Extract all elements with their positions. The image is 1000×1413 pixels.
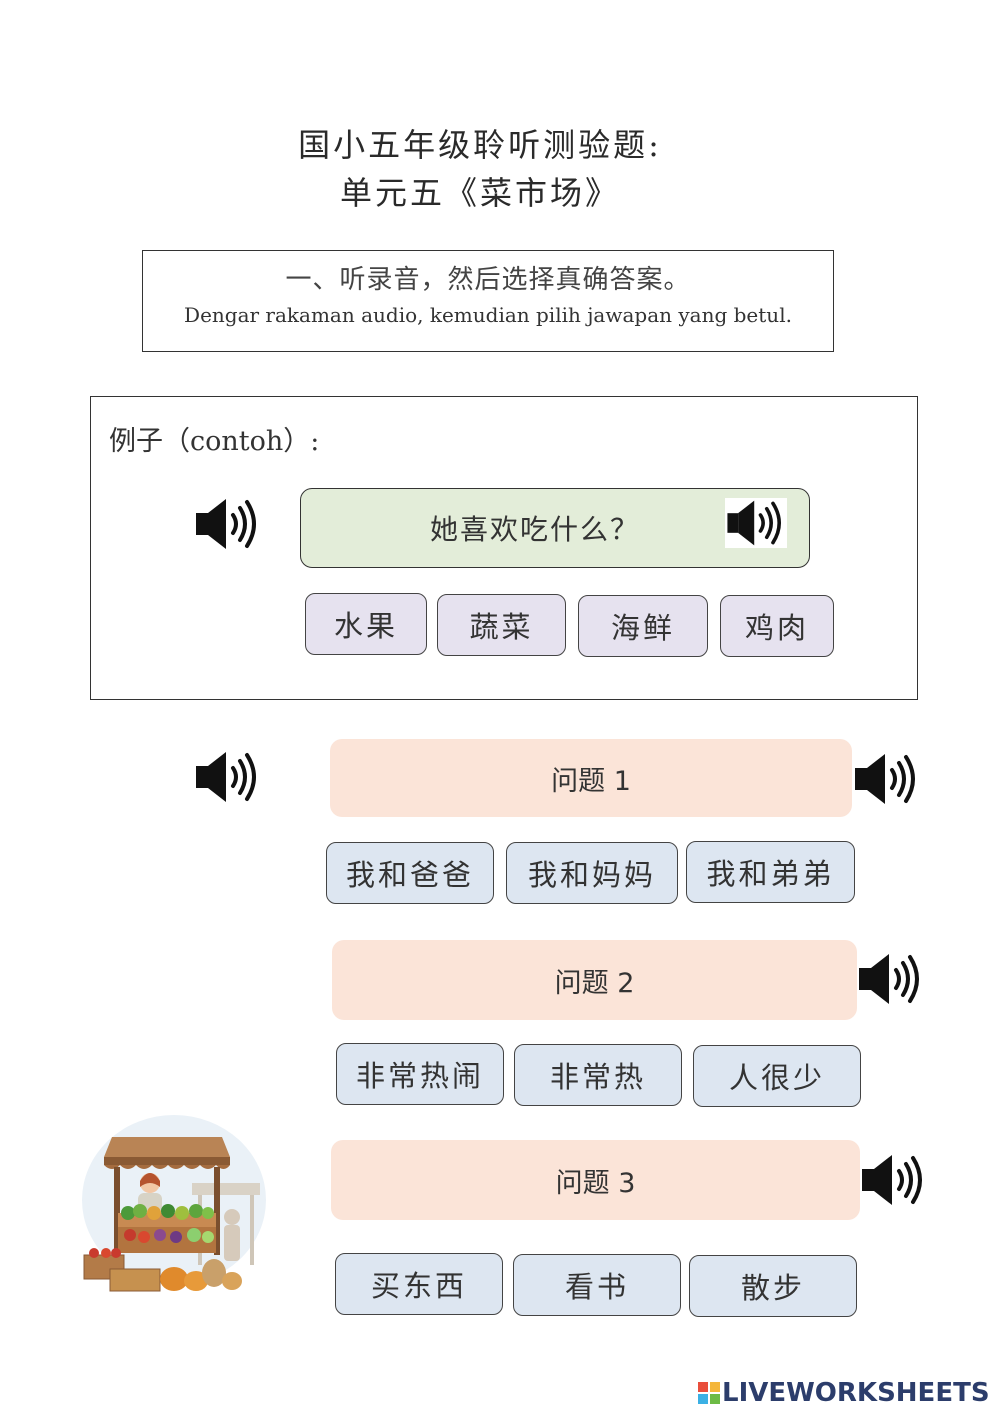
question-3-label: 问题 3 xyxy=(555,1167,636,1199)
page-title-line1: 国小五年级聆听测验题: xyxy=(298,126,662,164)
brand-text: LIVEWORKSHEETS xyxy=(722,1378,990,1408)
market-stall-illustration xyxy=(74,1105,266,1297)
example-option-4[interactable]: 鸡肉 xyxy=(720,595,834,657)
instructions-malay: Dengar rakaman audio, kemudian pilih jaw… xyxy=(184,303,792,327)
question-2-label: 问题 2 xyxy=(554,967,635,999)
example-option-2[interactable]: 蔬菜 xyxy=(437,594,566,656)
question-2-option-2[interactable]: 非常热 xyxy=(514,1044,682,1106)
liveworksheets-brand: LIVEWORKSHEETS xyxy=(698,1378,990,1408)
question-1-option-2[interactable]: 我和妈妈 xyxy=(506,842,678,904)
example-question-text: 她喜欢吃什么？ xyxy=(429,513,640,546)
question-3-option-2[interactable]: 看书 xyxy=(513,1254,681,1316)
example-option-3[interactable]: 海鲜 xyxy=(578,595,708,657)
question-2-speaker-icon[interactable] xyxy=(857,951,925,1007)
page-title-line2: 单元五《菜市场》 xyxy=(339,174,620,212)
question-1-option-1[interactable]: 我和爸爸 xyxy=(326,842,494,904)
question-3-speaker-icon[interactable] xyxy=(860,1152,928,1208)
example-speaker-icon[interactable] xyxy=(194,496,262,552)
example-box: 例子（contoh）: xyxy=(90,396,918,700)
question-1-speaker-icon[interactable] xyxy=(853,751,921,807)
example-option-1[interactable]: 水果 xyxy=(305,593,427,655)
liveworksheets-logo-icon xyxy=(698,1382,720,1404)
question-1-option-3[interactable]: 我和弟弟 xyxy=(686,841,855,903)
example-question-speaker-icon[interactable] xyxy=(725,498,787,548)
question-3-option-1[interactable]: 买东西 xyxy=(335,1253,503,1315)
question-2-option-3[interactable]: 人很少 xyxy=(693,1045,861,1107)
question-1-bar: 问题 1 xyxy=(330,739,852,817)
question-3-bar: 问题 3 xyxy=(331,1140,860,1220)
question-1-left-speaker-icon[interactable] xyxy=(194,749,262,805)
question-3-option-3[interactable]: 散步 xyxy=(689,1255,857,1317)
question-2-option-1[interactable]: 非常热闹 xyxy=(336,1043,504,1105)
instructions-chinese: 一、听录音，然后选择真确答案。 xyxy=(285,265,691,295)
question-1-label: 问题 1 xyxy=(551,765,631,797)
instructions-box: 一、听录音，然后选择真确答案。 Dengar rakaman audio, ke… xyxy=(142,250,834,352)
example-label: 例子（contoh）: xyxy=(109,426,320,457)
question-2-bar: 问题 2 xyxy=(332,940,857,1020)
